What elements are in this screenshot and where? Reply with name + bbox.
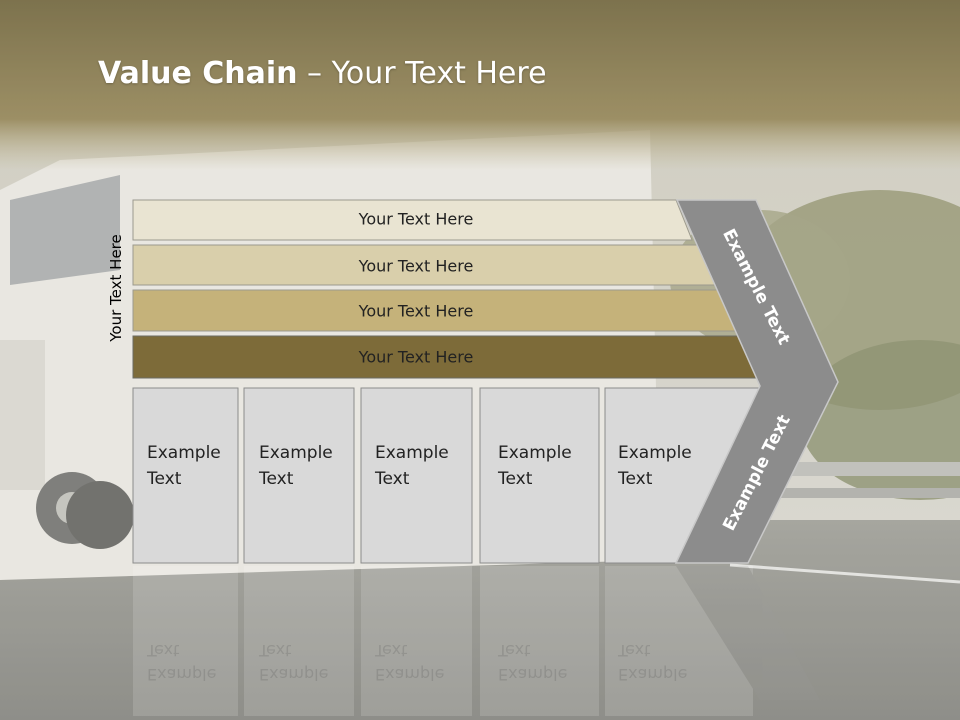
reflection-2-line1: Example xyxy=(259,665,329,684)
bar-4-label: Your Text Here xyxy=(358,347,474,367)
reflection-3: Example Text xyxy=(375,638,444,686)
cell-5-line2: Text xyxy=(618,469,653,489)
reflection-2-line2: Text xyxy=(259,641,292,660)
reflection-5-line2: Text xyxy=(618,641,651,660)
reflection-3-line1: Example xyxy=(375,665,445,684)
bar-3-label: Your Text Here xyxy=(358,301,474,321)
cell-3-line2: Text xyxy=(375,469,410,489)
cell-5-text: Example Text xyxy=(618,440,692,492)
reflection-4-line2: Text xyxy=(498,641,531,660)
bar-1-label: Your Text Here xyxy=(358,209,474,229)
cell-3-text: Example Text xyxy=(375,440,449,492)
title-rest: – Your Text Here xyxy=(297,56,547,91)
cell-2-line1: Example xyxy=(259,443,333,463)
reflection-2: Example Text xyxy=(259,638,328,686)
chevron-arrow xyxy=(674,199,839,564)
cell-1-line2: Text xyxy=(147,469,182,489)
bar-1-shape xyxy=(132,199,693,241)
cell-2-text: Example Text xyxy=(259,440,333,492)
page-title: Value Chain – Your Text Here xyxy=(98,56,547,91)
cell-4-shape xyxy=(479,387,600,564)
reflection-1-line2: Text xyxy=(147,641,180,660)
cell-4-line1: Example xyxy=(498,443,572,463)
cell-2-line2: Text xyxy=(259,469,294,489)
title-bold: Value Chain xyxy=(98,56,298,91)
side-label: Your Text Here xyxy=(107,234,125,342)
cell-2-shape xyxy=(243,387,355,564)
reflection-4-line1: Example xyxy=(498,665,568,684)
cell-4-text: Example Text xyxy=(498,440,572,492)
reflection-5: Example Text xyxy=(618,638,687,686)
reflection-4: Example Text xyxy=(498,638,567,686)
cell-3-shape xyxy=(360,387,473,564)
reflection-1-line1: Example xyxy=(147,665,217,684)
bar-2-label: Your Text Here xyxy=(358,256,474,276)
cell-1-text: Example Text xyxy=(147,440,221,492)
reflection-1: Example Text xyxy=(147,638,216,686)
cell-1-line1: Example xyxy=(147,443,221,463)
reflection-3-line2: Text xyxy=(375,641,408,660)
cell-1-shape xyxy=(132,387,239,564)
cell-4-line2: Text xyxy=(498,469,533,489)
cell-5-line1: Example xyxy=(618,443,692,463)
cell-3-line1: Example xyxy=(375,443,449,463)
reflection-5-line1: Example xyxy=(618,665,688,684)
